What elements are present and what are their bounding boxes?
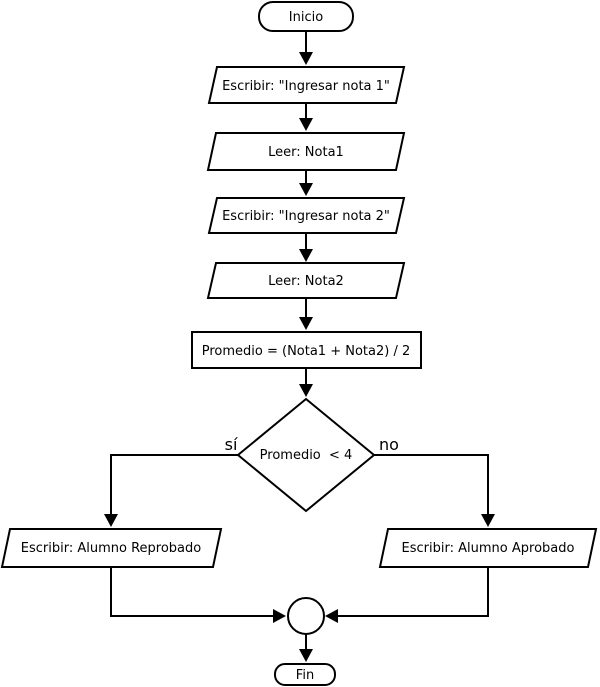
arrowhead-join-right [325,609,338,623]
node-end: Fin [274,663,336,686]
node-pass: Escribir: Alumno Aprobado [378,528,598,568]
arrowheads [104,52,495,662]
node-write2-label: Escribir: "Ingresar nota 2" [222,209,390,224]
edge-pass-to-join [335,567,489,617]
edge-fail-to-join [110,567,275,617]
node-write1: Escribir: "Ingresar nota 1" [207,66,406,104]
node-read1: Leer: Nota1 [206,132,406,171]
node-pass-label: Escribir: Alumno Aprobado [402,541,575,556]
node-read2-label: Leer: Nota2 [268,274,344,289]
node-process: Promedio = (Nota1 + Nota2) / 2 [191,331,422,369]
node-fail-label: Escribir: Alumno Reprobado [21,541,201,556]
edge-decision-yes [110,454,238,517]
node-start-label: Inicio [289,10,323,25]
edge-decision-no [374,454,489,517]
node-write2: Escribir: "Ingresar nota 2" [207,197,406,234]
node-read2: Leer: Nota2 [206,262,406,299]
arrowhead-pass [481,514,495,527]
arrowhead-read1 [299,118,313,131]
node-start: Inicio [258,1,354,32]
arrowhead-process [299,317,313,330]
node-join [287,597,325,635]
branch-yes-label: sí [225,435,238,454]
node-decision-label: Promedio < 4 [260,448,353,463]
node-process-label: Promedio = (Nota1 + Nota2) / 2 [202,344,411,359]
node-read1-label: Leer: Nota1 [268,145,344,160]
arrowhead-end [299,649,313,662]
arrowhead-decision [299,384,313,397]
arrowhead-write1 [299,52,313,65]
arrowhead-join-left [273,609,286,623]
node-end-label: Fin [296,668,314,683]
node-write1-label: Escribir: "Ingresar nota 1" [222,79,390,94]
connectors [110,31,489,652]
node-fail: Escribir: Alumno Reprobado [0,528,223,568]
arrowhead-write2 [299,183,313,196]
arrowhead-fail [104,514,118,527]
branch-no-label: no [379,435,399,454]
arrowhead-read2 [299,249,313,262]
node-decision: Promedio < 4 [236,397,376,513]
